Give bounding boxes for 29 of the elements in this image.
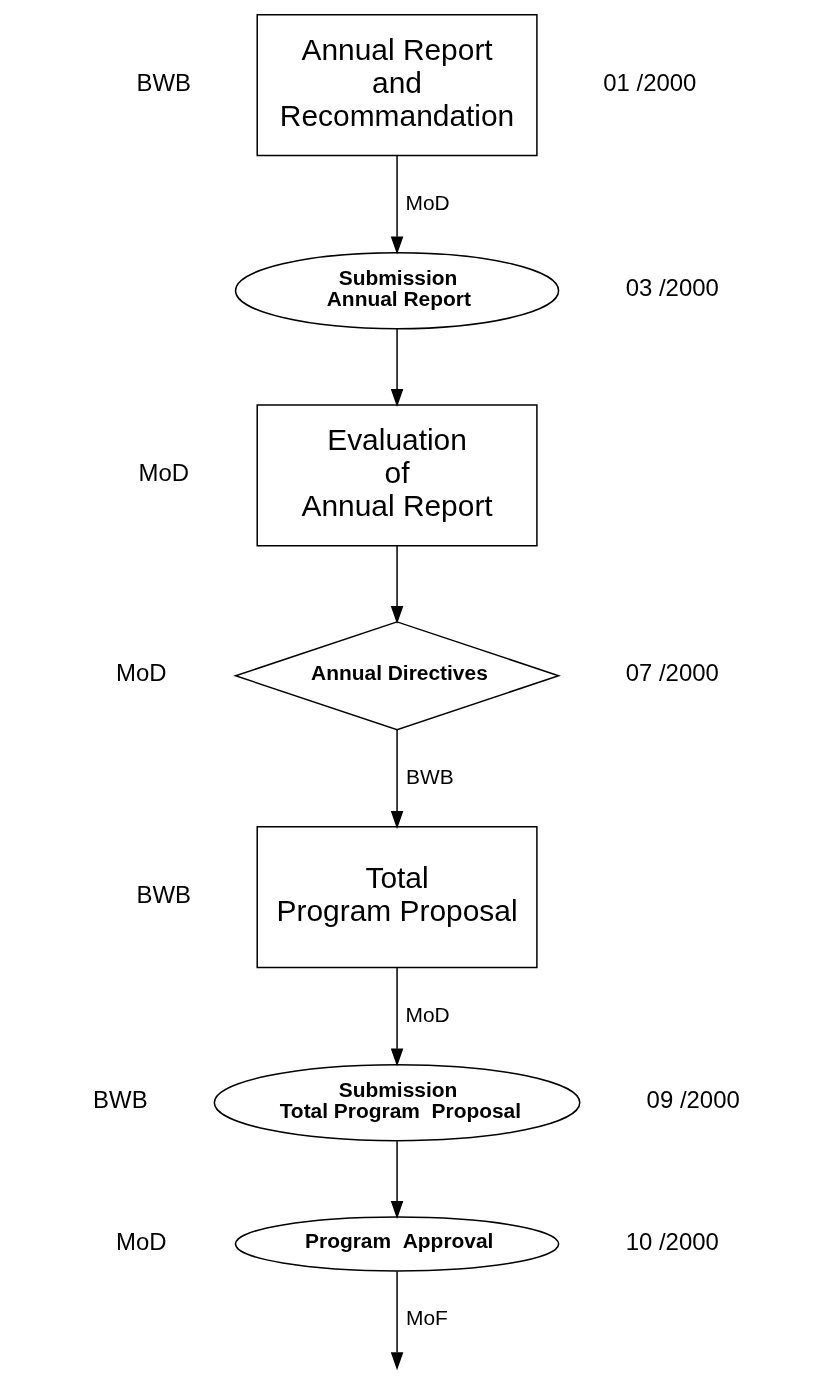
node-label: MoD <box>138 459 189 487</box>
edge-label: BWB <box>406 764 454 788</box>
edge-label: MoD <box>405 1002 450 1026</box>
edge-label: MoD <box>405 190 450 214</box>
arrow <box>390 155 404 255</box>
node-diamond: Annual Directives <box>233 621 561 731</box>
node-box: Annual Report and Recommandation <box>256 14 538 157</box>
node-box: Evaluation of Annual Report <box>256 404 538 547</box>
arrow <box>390 729 404 829</box>
node-label: 07 /2000 <box>625 659 719 687</box>
arrow <box>390 545 404 624</box>
arrow <box>390 1270 404 1371</box>
node-label: BWB <box>136 68 191 96</box>
node-ellipse: Program Approval <box>234 1216 560 1272</box>
edge-label: MoF <box>405 1306 448 1330</box>
node-label: 09 /2000 <box>646 1086 740 1114</box>
node-label: 10 /2000 <box>625 1227 719 1255</box>
node-label: 03 /2000 <box>625 274 719 302</box>
node-label: BWB <box>136 880 191 908</box>
node-label: MoD <box>116 659 167 687</box>
arrow <box>390 967 404 1067</box>
node-ellipse: Submission Annual Report <box>234 251 560 330</box>
node-label: 01 /2000 <box>603 68 697 96</box>
arrow <box>390 328 404 408</box>
node-label: MoD <box>116 1227 167 1255</box>
node-ellipse: Submission Total Program Proposal <box>213 1063 581 1142</box>
arrow <box>390 1140 404 1219</box>
node-label: BWB <box>93 1086 148 1114</box>
node-box: Total Program Proposal <box>256 826 538 969</box>
